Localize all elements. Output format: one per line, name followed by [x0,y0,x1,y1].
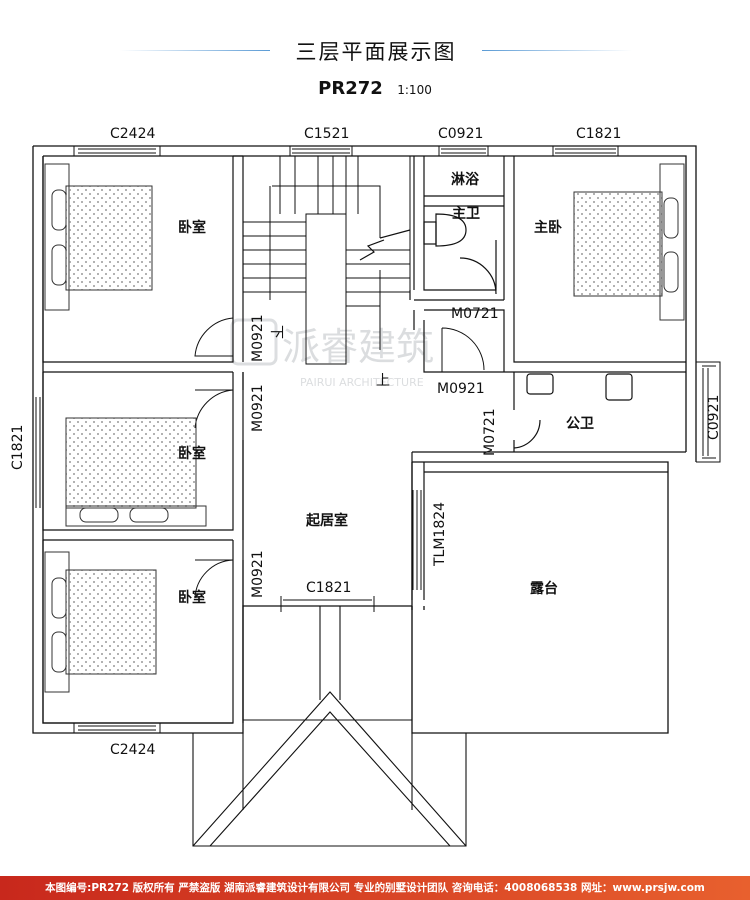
label-sliding-door-terrace: TLM1824 [432,502,448,567]
label-door-bottom-left-bedroom: M0921 [250,550,266,598]
label-window-top-stair: C1521 [304,126,349,142]
label-window-left-middle: C1821 [10,425,26,470]
toilet-icon [435,213,467,247]
door-swing-master-bath [459,257,497,295]
room-label-bedroom-top-left: 卧室 [178,219,206,236]
room-label-master-bedroom: 主卧 [534,219,562,236]
label-door-top-left-bedroom: M0921 [250,314,266,362]
footer-bar: 本图编号:PR272 版权所有 严禁盗版 湖南派睿建筑设计有限公司 专业的别墅设… [0,876,750,900]
room-label-bedroom-middle-left: 卧室 [178,445,206,462]
windows [32,146,721,733]
label-door-public-bath: M0721 [482,408,498,456]
room-public-bath [504,371,686,452]
room-label-bedroom-bottom-left: 卧室 [178,589,206,606]
label-door-middle-left-bedroom: M0921 [250,384,266,432]
room-label-terrace: 露台 [530,580,558,597]
title-area: 三层平面展示图 [0,30,750,70]
bed-middle-left [65,417,207,527]
label-door-master-bedroom: M0921 [437,381,485,397]
label-window-top-bath: C0921 [438,126,483,142]
label-window-living: C1821 [306,580,351,596]
room-label-master-bath: 主卫 [452,205,480,222]
stair-up-label: 上 [376,373,390,389]
title-rule-right [482,50,632,51]
stair-down-label: 下 [268,325,284,339]
floor-plan: 派睿建筑 PAIRUI ARCHITECTURE [10,126,722,847]
plan-scale: 1:100 [397,83,432,97]
label-door-master-bath: M0721 [451,306,499,322]
label-window-bottom-left: C2424 [110,742,155,758]
room-living [242,290,504,606]
roof-below [192,606,467,847]
label-window-top-left: C2424 [110,126,155,142]
label-window-top-master: C1821 [576,126,621,142]
title-rule-left [120,50,270,51]
room-label-living: 起居室 [305,512,348,529]
door-swings-left [194,317,485,599]
plan-code-line: PR272 1:100 [0,78,750,99]
bed-master [573,163,685,321]
watermark: 派睿建筑 PAIRUI ARCHITECTURE [230,318,434,389]
bed-top-left [44,163,153,311]
footer-text: 本图编号:PR272 版权所有 严禁盗版 湖南派睿建筑设计有限公司 专业的别墅设… [45,882,705,894]
stair-treads [243,156,410,307]
door-swing-public-bath [513,419,541,449]
room-label-shower: 淋浴 [451,171,480,188]
bed-bottom-left [44,551,157,693]
stairwell [242,156,411,365]
label-window-right-bath: C0921 [706,395,722,440]
room-master-bath [413,156,505,300]
watermark-brand-en: PAIRUI ARCHITECTURE [300,376,424,389]
watermark-logo-icon [230,318,278,366]
plan-code: PR272 [318,78,383,99]
room-label-public-bath: 公卫 [566,416,594,432]
watermark-brand: 派睿建筑 [282,325,434,369]
room-master-bedroom [414,156,686,372]
page-title: 三层平面展示图 [295,40,457,64]
